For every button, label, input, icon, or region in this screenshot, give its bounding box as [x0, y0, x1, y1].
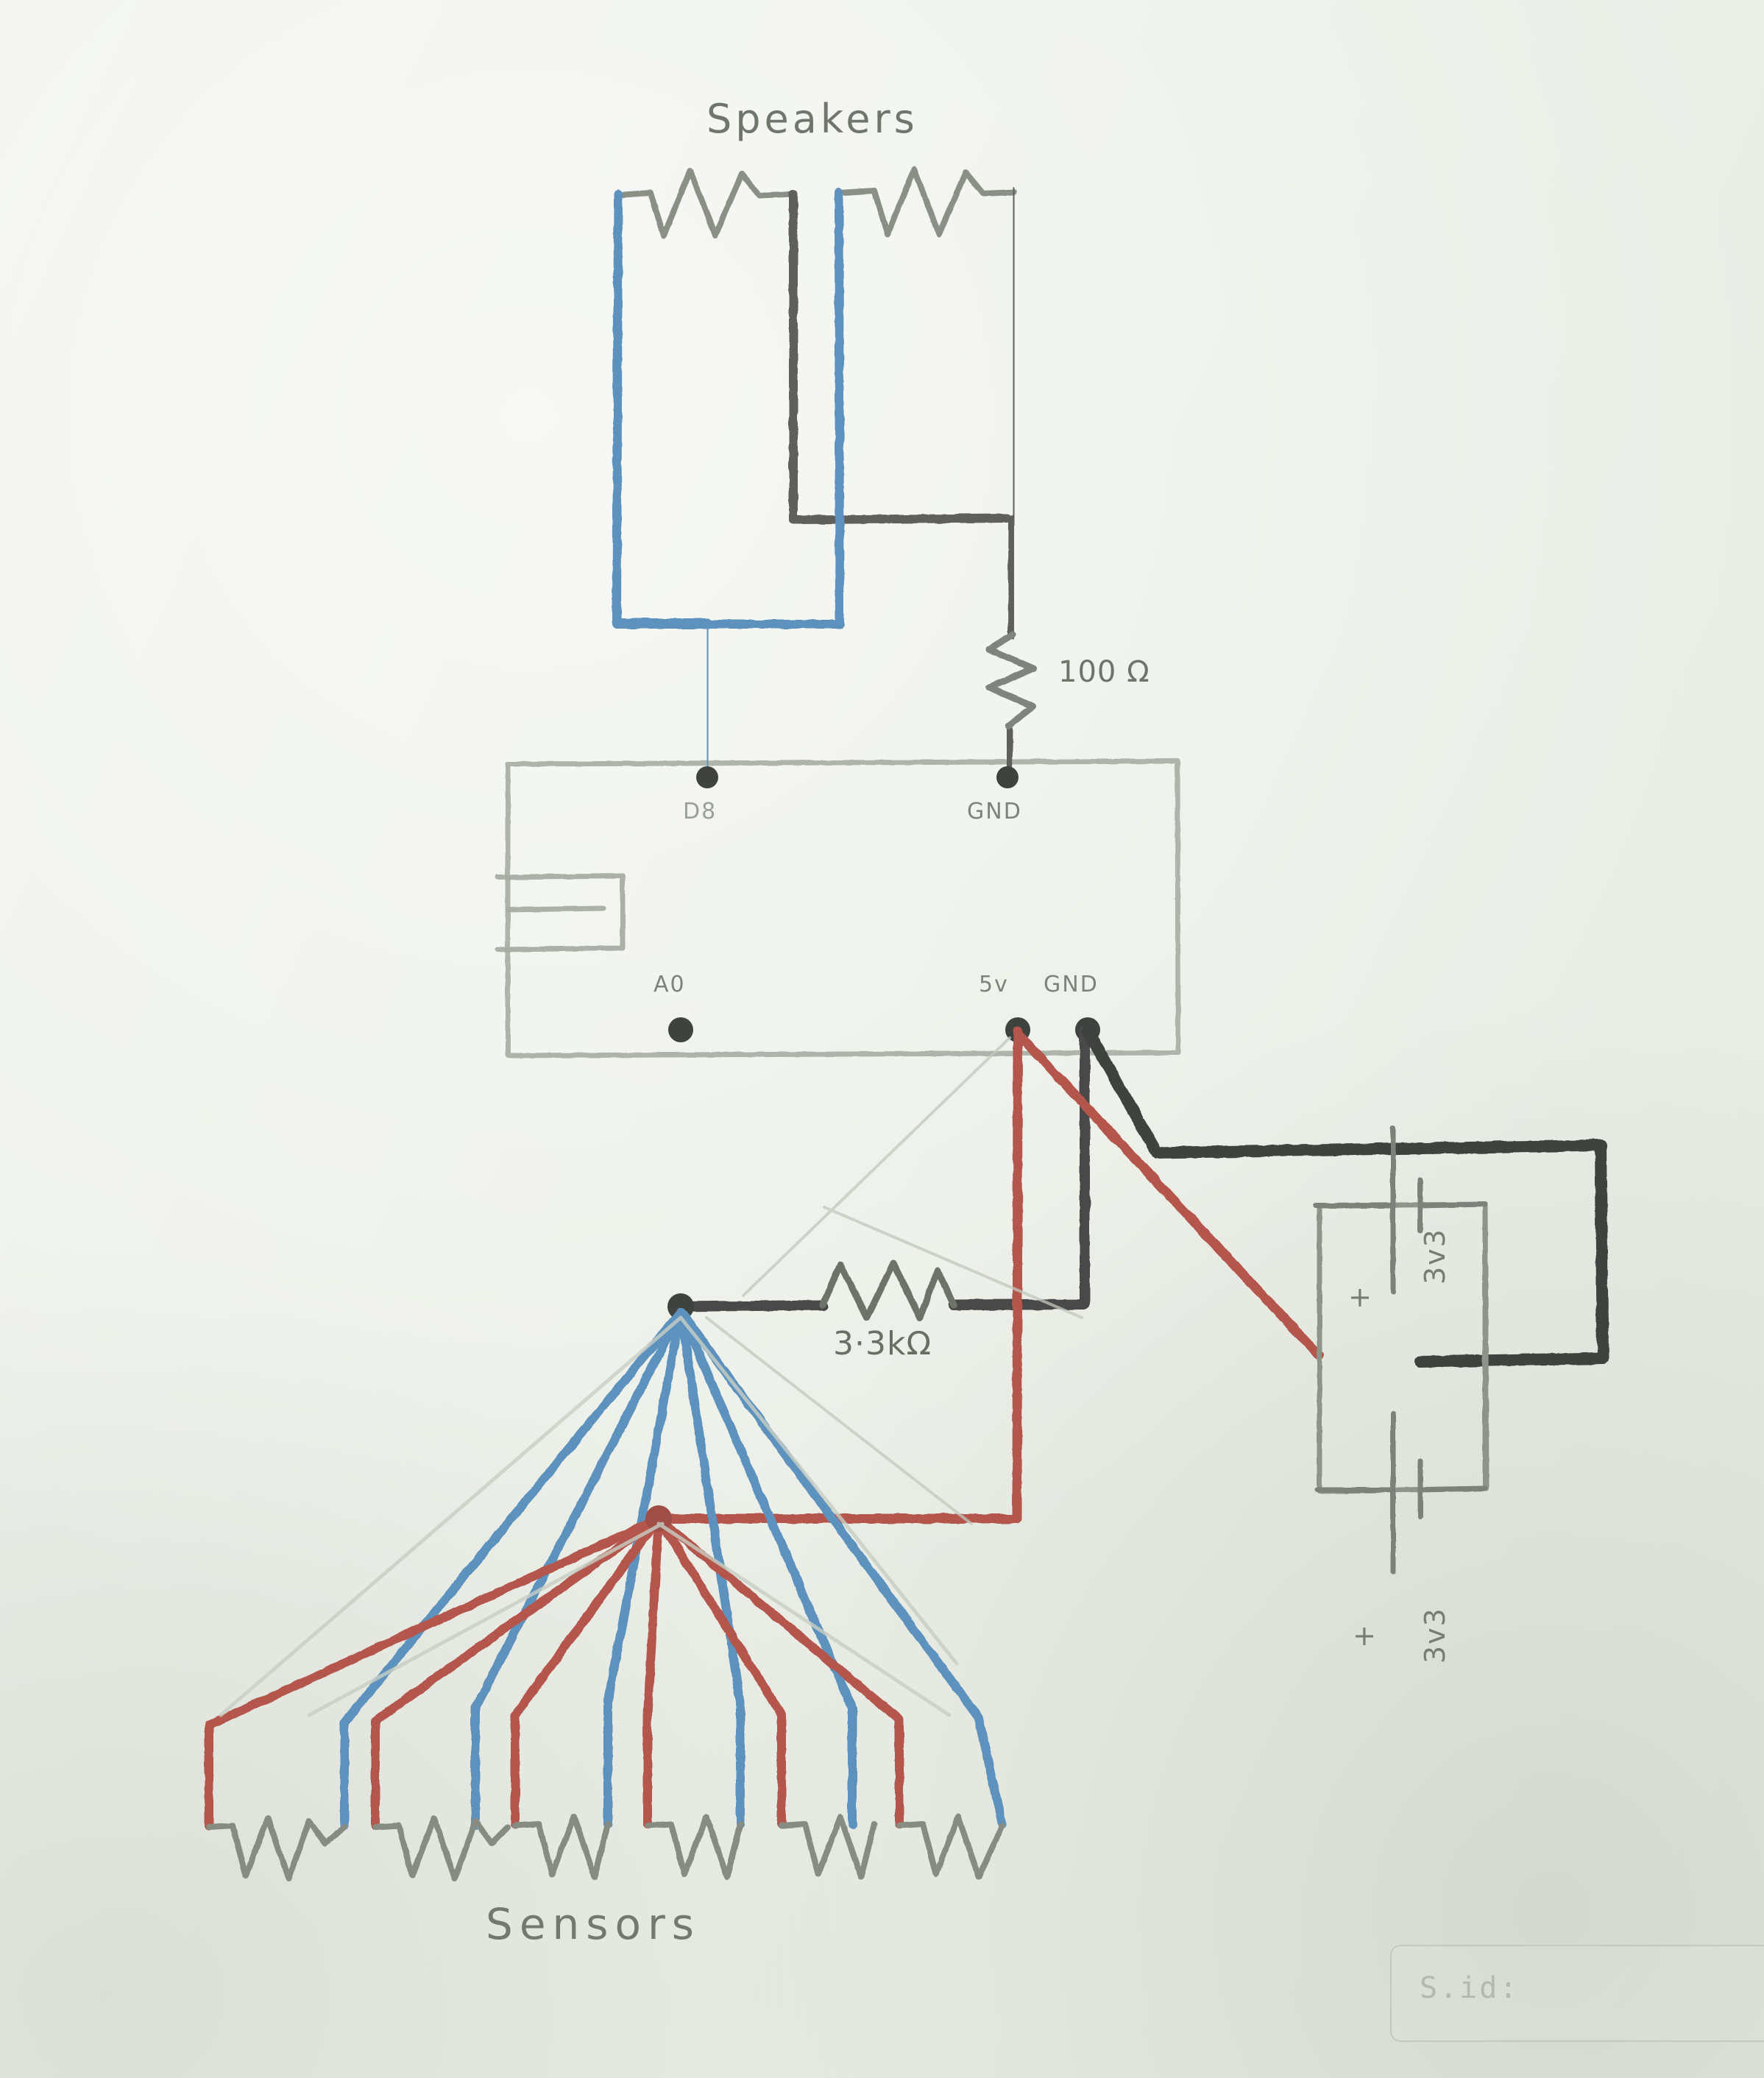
pin-label-gnd-bottom: GND: [1044, 972, 1099, 997]
speaker-2-wire-dark: [1009, 188, 1019, 526]
node-dot-5v-bus: [645, 1505, 672, 1532]
speaker-ground-wire: [1002, 515, 1019, 777]
pin-label-d8: D8: [683, 799, 718, 824]
speaker-2-wire-blue: [612, 188, 844, 629]
resistor-3k3-symbol: [819, 1259, 957, 1321]
resistor-3k3-label: 3·3kΩ: [833, 1325, 932, 1363]
resistor-100-ohm-symbol: [985, 631, 1037, 729]
battery-bottom-polarity: +: [1347, 1623, 1380, 1648]
pin-dot-gnd-top[interactable]: [996, 766, 1019, 788]
speaker-1-symbol: [615, 168, 796, 238]
battery-top-polarity: +: [1342, 1284, 1375, 1310]
usb-port: [495, 873, 626, 953]
sensor-symbols: [206, 1814, 1005, 1881]
sensor-5-symbol: [779, 1814, 877, 1880]
speaker-2-symbol: [836, 166, 1017, 237]
five-volt-wire-to-battery: [1013, 1028, 1324, 1360]
sid-form-field[interactable]: [1390, 1945, 1764, 2042]
speaker-1-wire-blue: [612, 191, 712, 627]
pencil-fanout-ghosts: [219, 1315, 959, 1717]
battery-bottom-label: 3v3: [1419, 1607, 1451, 1664]
gnd-wire-to-battery: [1082, 1025, 1609, 1368]
speaker-1-wire-dark: [789, 190, 1012, 524]
sensor-4-symbol: [645, 1814, 743, 1880]
battery-pack-outline: [1317, 1201, 1490, 1494]
pin-label-5v: 5v: [979, 972, 1009, 997]
pencil-guide-lines: [705, 1036, 1083, 1525]
pulldown-branch-wire: [676, 1025, 1090, 1312]
sensors-title: Sensors: [486, 1899, 701, 1949]
sensor-red-fanout-wires: [205, 1514, 904, 1830]
battery-bottom-symbol: [1314, 1410, 1488, 1575]
microcontroller-board-outline: [505, 758, 1181, 1059]
pin-label-a0: A0: [653, 972, 686, 997]
sensor-blue-fanout-wires: [340, 1307, 1007, 1830]
resistor-100-ohm-label: 100 Ω: [1058, 655, 1150, 689]
speakers-title: Speakers: [706, 96, 918, 142]
sensor-3-symbol: [512, 1814, 611, 1880]
pin-label-gnd-top: GND: [967, 799, 1022, 824]
speaker-common-wire-to-d8: [702, 618, 713, 777]
battery-top-label: 3v3: [1419, 1228, 1451, 1284]
sid-label: S.id:: [1420, 1971, 1520, 2005]
five-volt-wire-red: [657, 1025, 1023, 1524]
sensor-2-symbol: [372, 1815, 511, 1881]
battery-top-symbol: [1313, 1125, 1488, 1295]
sensor-6-symbol: [896, 1814, 1005, 1880]
sensor-1-symbol: [206, 1815, 347, 1881]
pin-dot-d8[interactable]: [696, 766, 718, 788]
